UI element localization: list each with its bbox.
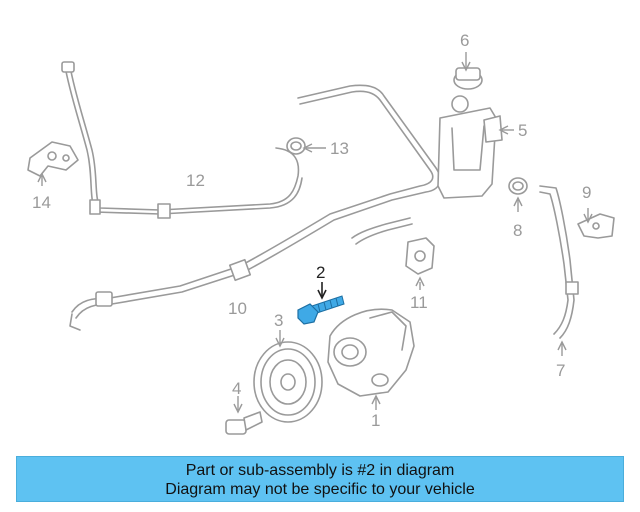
- part-12-pipe: [61, 61, 303, 219]
- part-3-pulley: [253, 330, 323, 423]
- part-1-pump: [327, 308, 415, 410]
- banner-line-2: Diagram may not be specific to your vehi…: [165, 481, 475, 498]
- banner-line-1: Part or sub-assembly is #2 in diagram: [185, 462, 455, 479]
- callout-2: 2: [316, 263, 325, 282]
- part-2-bolt-head: [297, 303, 319, 325]
- callout-11: 11: [410, 293, 428, 312]
- part-7-hose: [539, 185, 579, 356]
- callout-13: 13: [330, 139, 349, 158]
- part-14-bracket: [27, 141, 79, 186]
- callout-9: 9: [582, 183, 591, 202]
- part-11-bracket: [405, 237, 435, 290]
- part-8-clamp: [508, 177, 528, 212]
- callout-12: 12: [186, 171, 205, 190]
- callout-1: 1: [371, 411, 380, 430]
- part-2-bolt-highlighted: [297, 282, 345, 325]
- callout-7: 7: [556, 361, 565, 380]
- callout-4: 4: [232, 379, 241, 398]
- part-6-cap: [453, 52, 483, 90]
- part-5-reservoir: [437, 95, 514, 199]
- callout-8: 8: [513, 221, 522, 240]
- parts-diagram: 6 5 13 12 14 9 8 2 11 10 3 7 4 1: [27, 31, 615, 435]
- part-4-bolt: [225, 396, 263, 435]
- part-10-hose: [69, 84, 441, 331]
- part-9-bracket: [577, 208, 615, 239]
- part-13-clamp: [286, 137, 326, 155]
- callout-10: 10: [228, 299, 247, 318]
- callout-6: 6: [460, 31, 469, 50]
- callout-5: 5: [518, 121, 527, 140]
- callout-14: 14: [32, 193, 51, 212]
- callout-3: 3: [274, 311, 283, 330]
- info-banner: Part or sub-assembly is #2 in diagram Di…: [16, 456, 624, 502]
